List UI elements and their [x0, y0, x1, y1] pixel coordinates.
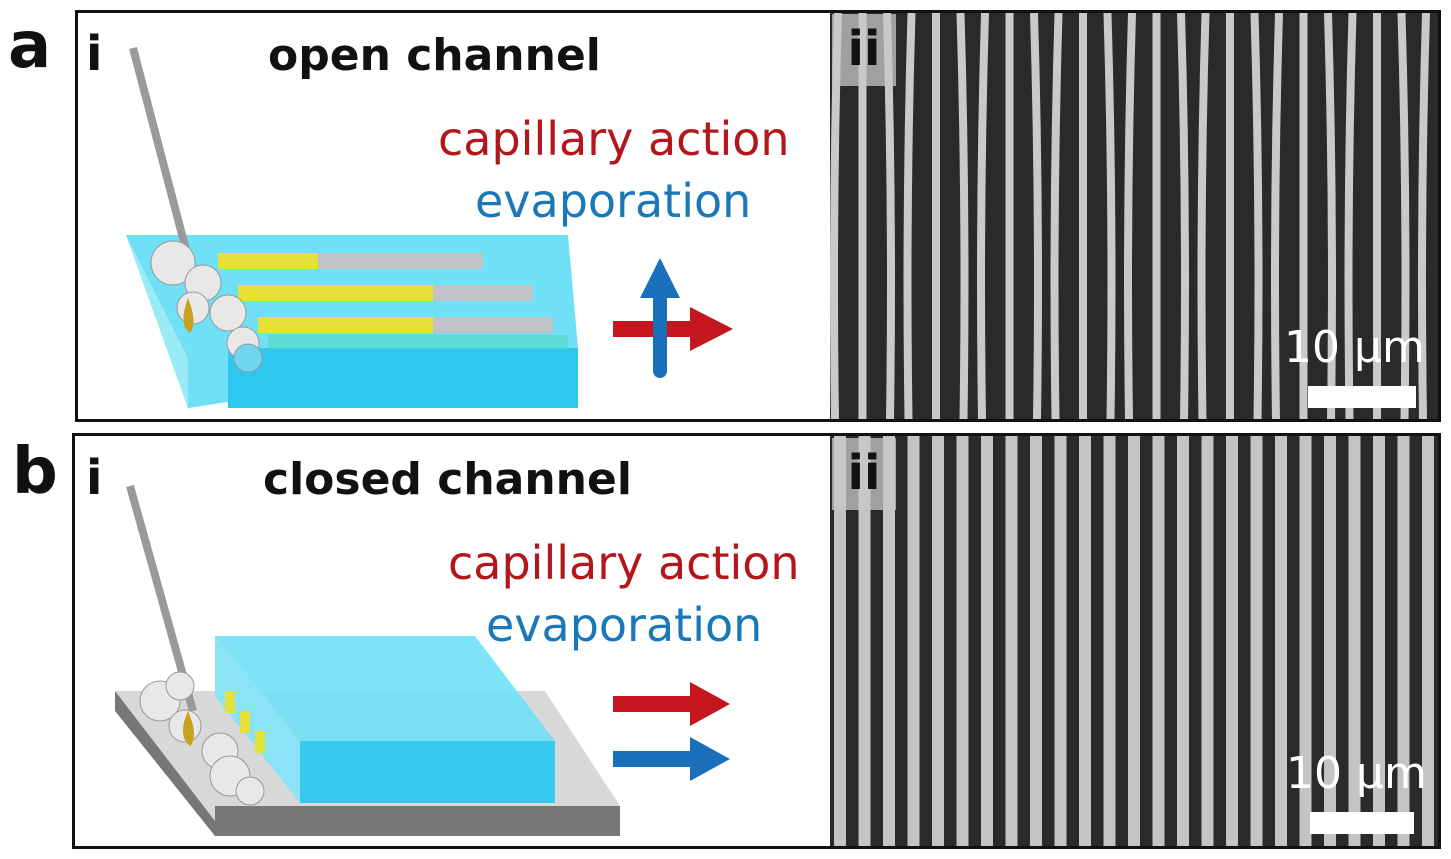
sem-line	[1418, 13, 1430, 419]
sem-line	[981, 436, 993, 846]
sem-line	[1397, 13, 1410, 419]
sem-line	[1250, 436, 1263, 846]
sem-line	[1324, 13, 1336, 419]
panel-a-scale-bar	[1308, 386, 1416, 408]
sem-line	[1005, 436, 1018, 846]
panel-b-title: closed channel	[263, 454, 632, 505]
panel-a-evaporation-label: evaporation	[475, 174, 752, 228]
panel-b-ii-label: ii	[832, 438, 896, 510]
sem-line	[1422, 436, 1434, 846]
cover-front	[300, 741, 555, 803]
sem-line	[907, 436, 920, 846]
ink-drop	[182, 711, 195, 746]
sem-line	[956, 13, 969, 419]
sem-line	[1197, 13, 1210, 419]
cover-top	[215, 636, 555, 741]
sem-line	[1103, 13, 1116, 419]
sem-line	[1054, 436, 1067, 846]
closed-channel-schematic	[115, 484, 730, 836]
sem-image-open	[830, 13, 1438, 419]
sem-line	[1324, 436, 1336, 846]
panel-a-title: open channel	[268, 30, 601, 81]
substrate-side	[126, 235, 188, 408]
ink-drop	[183, 298, 194, 333]
panel-b-evaporation-label: evaporation	[486, 598, 763, 652]
sem-line	[1373, 436, 1385, 846]
sem-line	[1030, 436, 1042, 846]
sem-line	[956, 436, 969, 846]
panel-b-capillary-label: capillary action	[448, 536, 800, 590]
arrows-open	[613, 258, 733, 378]
sem-line	[1103, 436, 1116, 846]
panel-a-ii-label: ii	[832, 14, 896, 86]
panel-b-frame	[72, 433, 1441, 849]
droplets	[150, 240, 263, 373]
panel-b-label: b	[12, 435, 58, 509]
cover-side	[215, 636, 300, 803]
sem-line	[1177, 436, 1189, 846]
sem-line	[883, 436, 895, 846]
base-front	[215, 806, 620, 836]
sem-line	[834, 436, 846, 846]
sem-line	[1397, 436, 1410, 846]
droplets	[139, 671, 265, 806]
sem-line	[1275, 436, 1287, 846]
sem-line	[1226, 436, 1238, 846]
sem-line	[977, 13, 989, 419]
sem-line	[1299, 436, 1312, 846]
sem-line	[1177, 13, 1189, 419]
sem-line	[1348, 436, 1361, 846]
panel-a-i-label: i	[86, 26, 103, 82]
sem-line	[903, 13, 916, 419]
panel-a-capillary-label: capillary action	[438, 112, 790, 166]
open-channel-schematic	[126, 46, 733, 408]
sem-line	[1050, 13, 1063, 419]
sem-line	[1250, 13, 1263, 419]
panel-a-label: a	[8, 9, 52, 83]
panel-b-scale-text: 10 µm	[1286, 748, 1427, 799]
sem-line	[1152, 436, 1165, 846]
sem-image-closed	[830, 436, 1438, 846]
channel-inlets	[225, 691, 265, 753]
sem-line	[1128, 436, 1140, 846]
arrows-closed	[613, 682, 730, 781]
panel-b-scale-bar	[1310, 812, 1414, 834]
panel-a-frame	[75, 10, 1441, 422]
panel-a-scale-text: 10 µm	[1284, 322, 1425, 373]
sem-line	[1344, 13, 1357, 419]
sem-line	[1124, 13, 1136, 419]
sem-line	[1030, 13, 1042, 419]
sem-line	[1201, 436, 1214, 846]
sem-line	[932, 436, 944, 846]
channels	[218, 253, 568, 349]
sem-line	[1271, 13, 1283, 419]
panel-b-i-label: i	[86, 450, 103, 506]
substrate-front	[228, 348, 578, 408]
sem-line	[858, 436, 871, 846]
base-side	[115, 691, 215, 836]
sem-line	[1079, 436, 1091, 846]
